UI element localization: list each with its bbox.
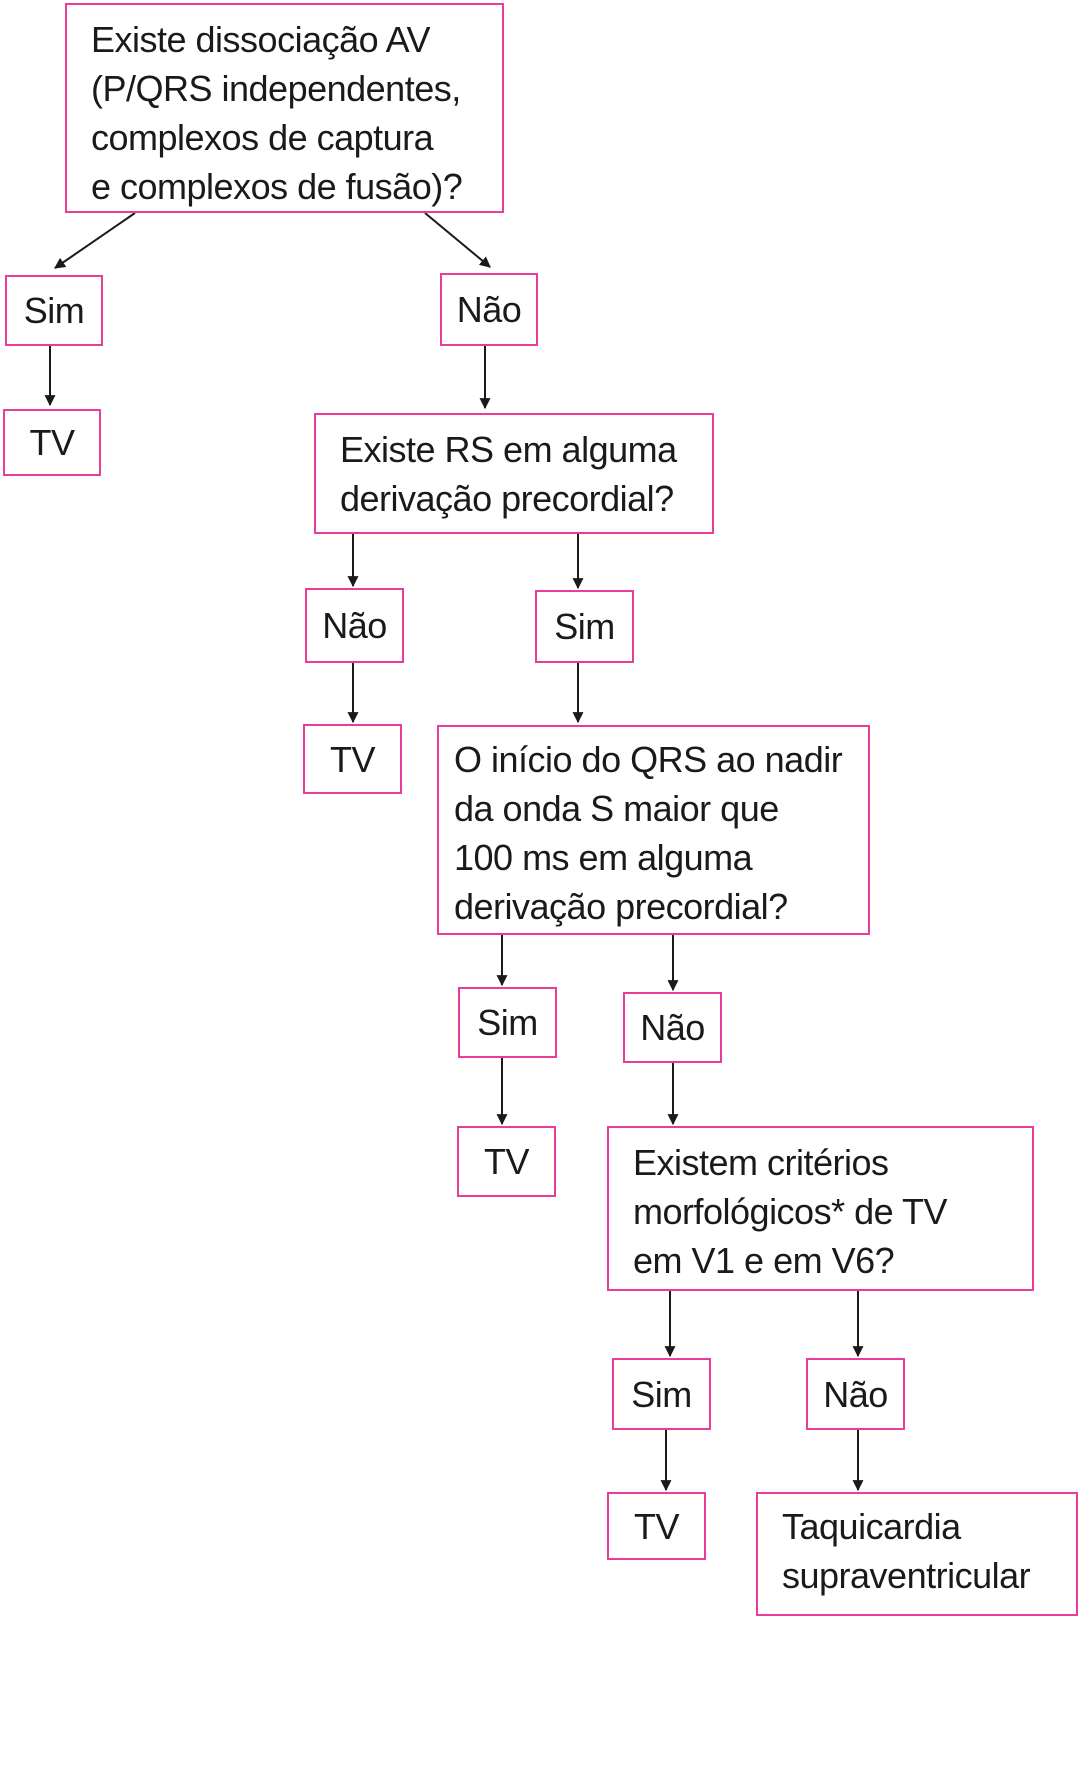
result-q3-tv: TV xyxy=(457,1126,556,1197)
answer-q1-sim: Sim xyxy=(5,275,103,346)
question-qrs-nadir: O início do QRS ao nadir da onda S maior… xyxy=(437,725,870,935)
result-supraventricular-tachycardia: Taquicardia supraventricular xyxy=(756,1492,1078,1616)
question-rs-precordial: Existe RS em alguma derivação precordial… xyxy=(314,413,714,534)
answer-q2-nao: Não xyxy=(305,588,404,663)
question-morphologic-criteria: Existem critérios morfológicos* de TV em… xyxy=(607,1126,1034,1291)
answer-q3-nao: Não xyxy=(623,992,722,1063)
result-q4-tv: TV xyxy=(607,1492,706,1560)
arrow-q1-to-nao xyxy=(424,212,491,268)
result-q2-tv: TV xyxy=(303,724,402,794)
answer-q4-nao: Não xyxy=(806,1358,905,1430)
answer-q3-sim: Sim xyxy=(458,987,557,1058)
question-av-dissociation: Existe dissociação AV (P/QRS independent… xyxy=(65,3,504,213)
answer-q2-sim: Sim xyxy=(535,590,634,663)
arrow-q1-to-sim xyxy=(54,212,136,269)
answer-q4-sim: Sim xyxy=(612,1358,711,1430)
result-q1-tv: TV xyxy=(3,409,101,476)
answer-q1-nao: Não xyxy=(440,273,538,346)
